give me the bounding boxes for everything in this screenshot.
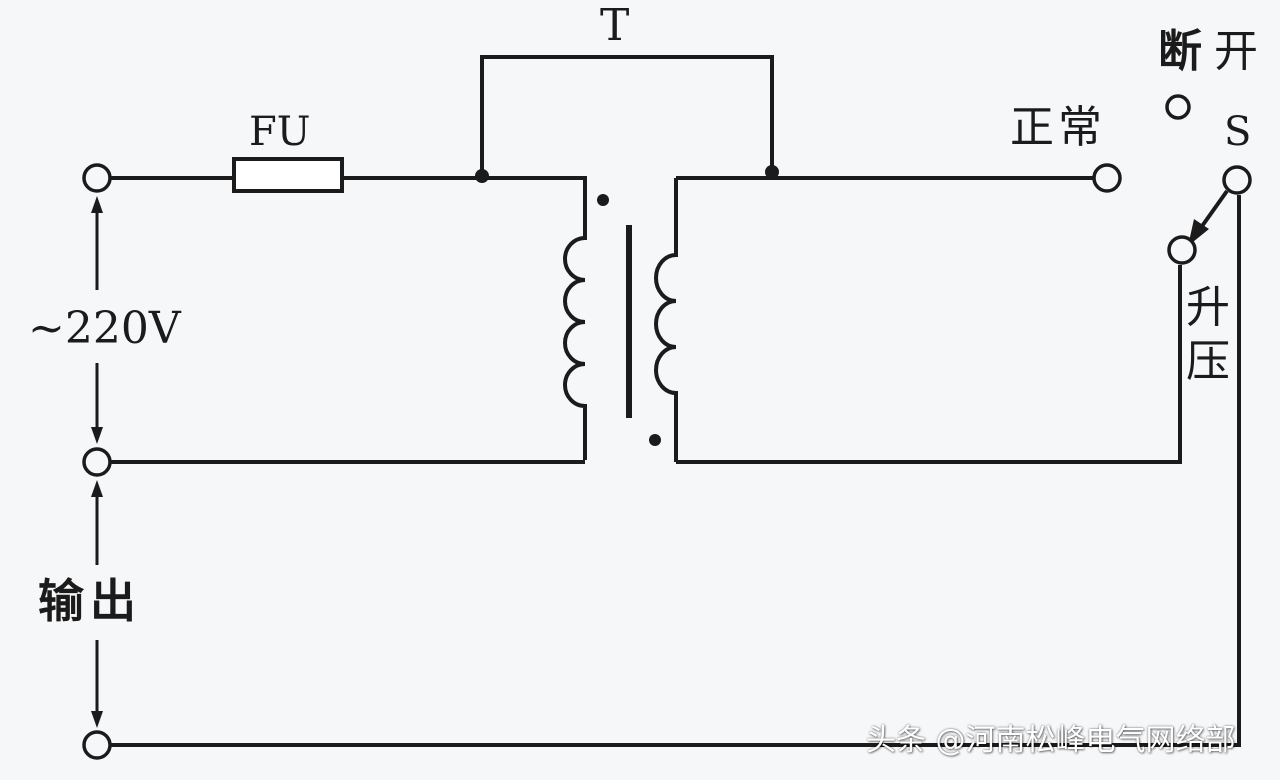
- terminal-output: [82, 730, 112, 760]
- transformer-label: T: [600, 0, 630, 51]
- junction-dot-right: [765, 165, 779, 179]
- secondary-winding: [654, 178, 678, 462]
- fuse-fu: [232, 157, 344, 193]
- terminal-off: [1165, 94, 1191, 120]
- polarity-dot-primary: [597, 194, 609, 206]
- watermark: 头条 @河南松峰电气网络部: [866, 723, 1236, 758]
- terminal-normal: [1092, 163, 1122, 193]
- wire-secondary-to-boost: [676, 265, 1182, 464]
- boost-label-char1: 升: [1186, 282, 1230, 333]
- output-label: 输出: [38, 574, 142, 628]
- arrow-220v-down-head: [91, 427, 103, 444]
- switch-label: S: [1224, 109, 1252, 155]
- terminal-common: [82, 447, 112, 477]
- primary-winding: [563, 205, 587, 460]
- fuse-label: FU: [249, 109, 311, 155]
- switch-arrowhead: [1188, 219, 1209, 246]
- junction-dot-left: [475, 169, 489, 183]
- off-label-char1: 断: [1158, 26, 1202, 77]
- boost-label-char2: 压: [1186, 336, 1230, 387]
- arrow-output-down-head: [91, 711, 103, 728]
- voltage-label: ~220V: [28, 303, 181, 354]
- wire-bridge-t: [480, 55, 774, 178]
- arrow-output-up-head: [91, 480, 103, 497]
- wire-fuse-to-primary: [342, 176, 587, 205]
- arrow-220v-up-head: [91, 196, 103, 213]
- polarity-dot-secondary: [649, 434, 661, 446]
- off-label-char2: 开: [1214, 26, 1258, 77]
- wire-output-to-switch: [111, 195, 1241, 747]
- terminal-boost: [1167, 235, 1197, 265]
- normal-label: 正常: [1010, 102, 1106, 153]
- terminal-input-top: [82, 163, 112, 193]
- terminal-switch-s: [1222, 165, 1252, 195]
